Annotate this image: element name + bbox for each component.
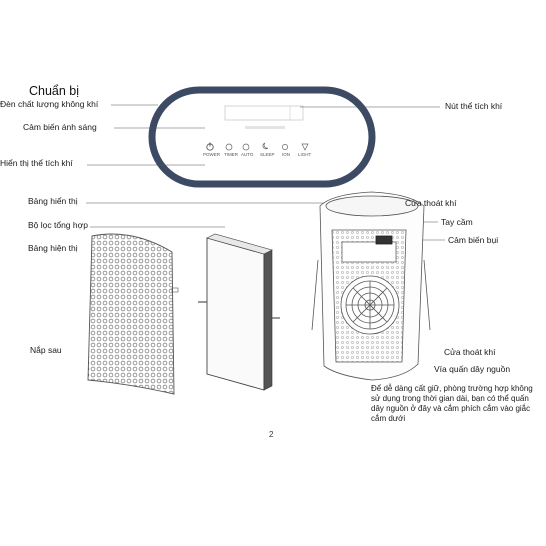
leader-lines-top <box>87 104 440 166</box>
storage-note: Để dễ dàng cất giữ, phòng trường hợp khô… <box>371 384 533 423</box>
label-back-cover: Nắp sau <box>30 345 62 355</box>
label-display-panel-1: Bảng hiển thị <box>28 196 78 206</box>
filter <box>198 233 280 391</box>
page-title: Chuẩn bị <box>29 84 80 98</box>
auto-icon[interactable] <box>242 143 250 151</box>
label-air-outlet-bottom: Cửa thoát khí <box>444 347 496 357</box>
label-light-sensor: Cảm biến ánh sáng <box>23 122 97 132</box>
light-icon[interactable] <box>301 143 309 151</box>
sleep-label: SLEEP <box>260 152 275 157</box>
timer-icon[interactable] <box>225 143 233 151</box>
purifier-body <box>311 191 431 381</box>
label-handle: Tay cầm <box>441 217 473 227</box>
label-volume-display: Hiển thị thể tích khí <box>0 158 73 168</box>
light-label: LIGHT <box>298 152 312 157</box>
power-label: POWER <box>203 152 221 157</box>
timer-label: TIMER <box>224 152 239 157</box>
power-icon[interactable] <box>206 142 214 151</box>
control-panel: POWER TIMER AUTO SLEEP ION LIGHT <box>148 86 376 188</box>
auto-label: AUTO <box>241 152 254 157</box>
sleep-icon[interactable] <box>262 142 269 150</box>
label-volume-button: Nút thể tích khí <box>445 101 503 111</box>
ion-icon[interactable] <box>282 144 288 150</box>
label-combined-filter: Bộ lọc tổng hợp <box>28 220 88 230</box>
ion-label: ION <box>282 152 290 157</box>
label-air-quality-light: Đèn chất lượng không khí <box>0 99 99 109</box>
label-air-outlet-top: Cửa thoát khí <box>405 198 457 208</box>
label-cord-wrap: Vía quấn dây nguồn <box>434 364 511 374</box>
label-display-panel-2: Bảng hiện thị <box>28 243 78 253</box>
page-number: 2 <box>269 430 274 439</box>
label-dust-sensor: Cảm biến bụi <box>448 235 499 245</box>
back-cover <box>87 233 179 395</box>
